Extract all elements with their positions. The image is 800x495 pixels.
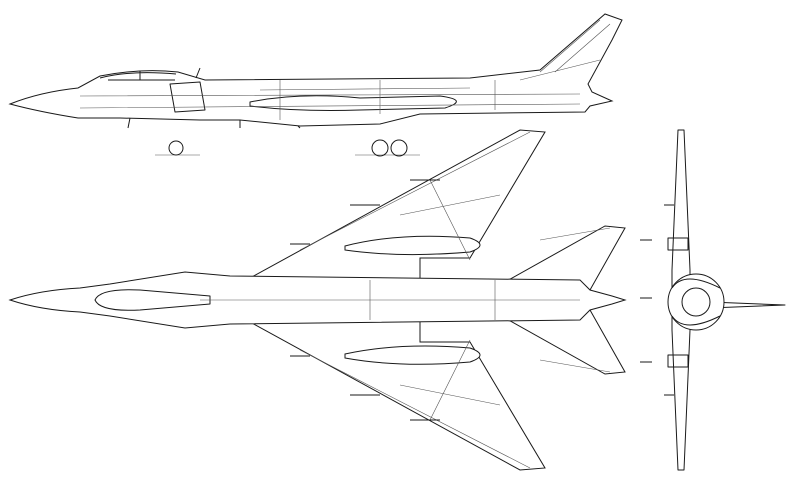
front-intakes — [671, 278, 721, 326]
side-fin-details — [279, 19, 611, 120]
side-view — [8, 13, 623, 157]
side-fuselage — [8, 13, 623, 127]
top-nacelle-upper — [344, 235, 481, 256]
front-nacelles — [667, 237, 689, 368]
front-radome — [681, 287, 711, 317]
side-intake — [169, 81, 206, 113]
top-wing-fences — [200, 131, 611, 469]
side-canopy — [99, 71, 177, 81]
top-view — [8, 129, 627, 471]
top-nacelle-lower — [344, 345, 481, 365]
front-fuselage — [667, 273, 725, 331]
side-nacelle — [249, 95, 457, 111]
front-view — [640, 129, 786, 471]
side-wheels — [155, 139, 420, 157]
front-tailplane — [709, 301, 786, 309]
front-pylons — [640, 204, 674, 396]
side-panel-lines — [79, 87, 581, 109]
side-gear — [127, 67, 301, 129]
top-pylons — [290, 179, 440, 421]
